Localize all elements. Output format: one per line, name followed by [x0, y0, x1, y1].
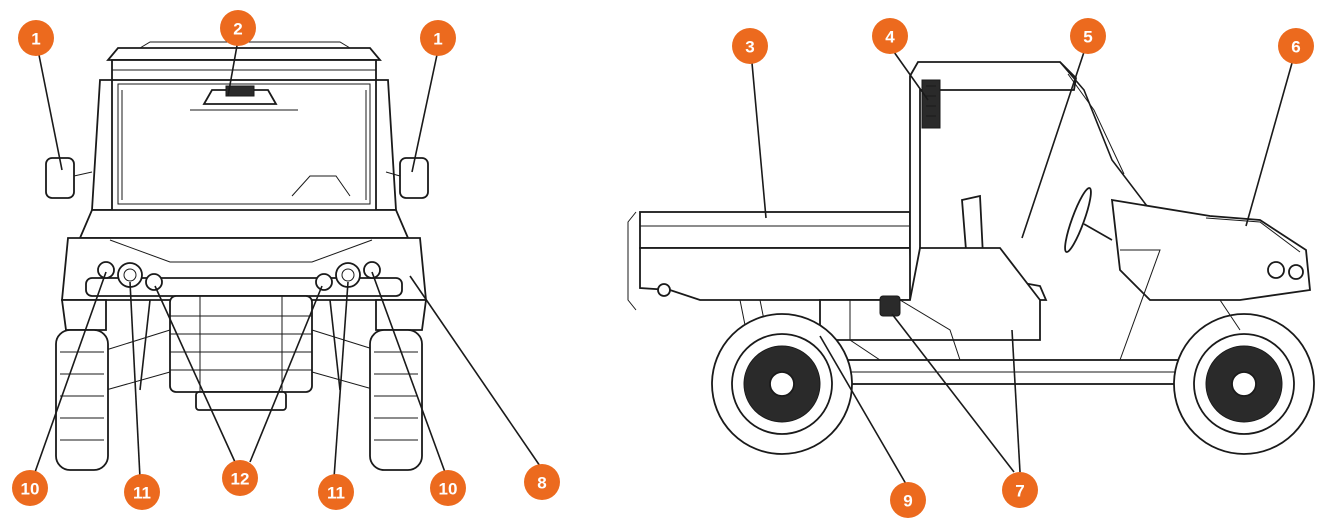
callout-3: 3 — [732, 28, 768, 64]
callout-1-left: 1 — [18, 20, 54, 56]
callout-8: 8 — [524, 464, 560, 500]
callout-5: 5 — [1070, 18, 1106, 54]
callout-12: 12 — [222, 460, 258, 496]
callout-4: 4 — [872, 18, 908, 54]
callout-2-label: 2 — [233, 20, 242, 39]
callout-9: 9 — [890, 482, 926, 518]
callout-7-label: 7 — [1015, 482, 1024, 501]
callout-1-right-label: 1 — [433, 30, 442, 49]
callout-12-label: 12 — [231, 470, 250, 489]
callout-7: 7 — [1002, 472, 1038, 508]
callout-9-label: 9 — [903, 492, 912, 511]
callout-8-label: 8 — [537, 474, 546, 493]
callout-10-left: 10 — [12, 470, 48, 506]
callout-6: 6 — [1278, 28, 1314, 64]
callout-6-label: 6 — [1291, 38, 1300, 57]
front-view-drawing — [45, 41, 429, 471]
callout-2: 2 — [220, 10, 256, 46]
callout-4-label: 4 — [885, 28, 895, 47]
side-view-drawing — [627, 61, 1315, 455]
callout-11-left: 11 — [124, 474, 160, 510]
callout-3-label: 3 — [745, 38, 754, 57]
callout-10-left-label: 10 — [21, 480, 40, 499]
callout-1-left-label: 1 — [31, 30, 40, 49]
callout-1-right: 1 — [420, 20, 456, 56]
callout-11-right-label: 11 — [327, 484, 345, 503]
leader-lines — [33, 39, 1293, 485]
callout-5-label: 5 — [1083, 28, 1092, 47]
callout-10-right: 10 — [430, 470, 466, 506]
callout-10-right-label: 10 — [439, 480, 458, 499]
callout-11-left-label: 11 — [133, 484, 151, 503]
callout-11-right: 11 — [318, 474, 354, 510]
